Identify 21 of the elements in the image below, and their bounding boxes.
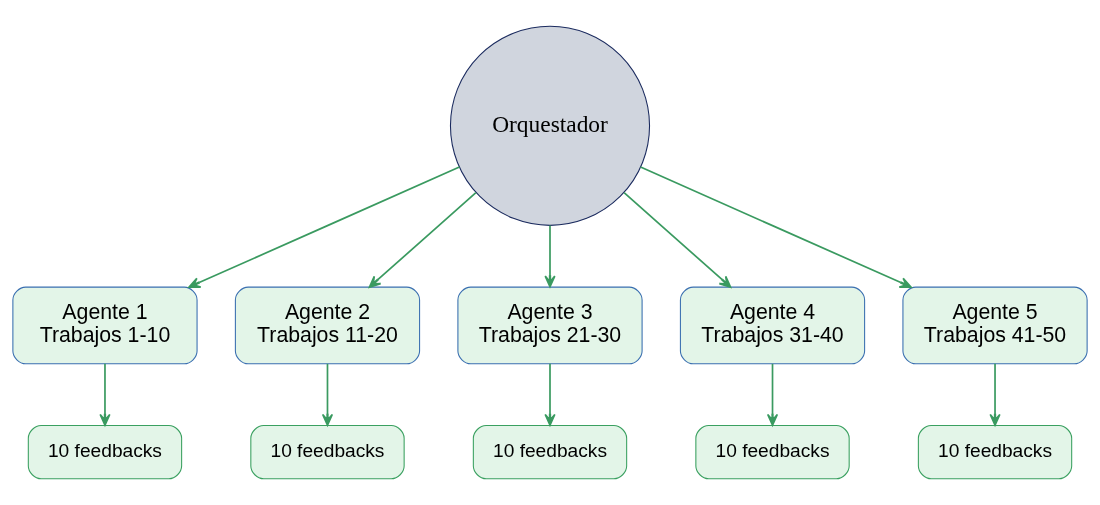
node-box: Agente 3 Trabajos 21-30 <box>457 286 643 365</box>
arrow <box>989 363 1001 427</box>
arrow <box>188 166 461 288</box>
arrow <box>99 363 111 427</box>
arrow <box>766 363 779 427</box>
node-box: 10 feedbacks <box>917 425 1073 480</box>
node-box: 10 feedbacks <box>472 425 628 480</box>
node-box: 10 feedbacks <box>695 425 850 480</box>
node-box: 10 feedbacks <box>250 425 405 480</box>
node-box: Agente 2 Trabajos 11-20 <box>234 286 421 365</box>
node-box: Agente 4 Trabajos 31-40 <box>679 286 866 365</box>
arrow <box>623 191 732 288</box>
arrow <box>321 363 334 427</box>
node-box: Agente 1 Trabajos 1-10 <box>12 286 198 365</box>
arrow <box>639 166 912 288</box>
arrow <box>544 224 556 288</box>
node-box: 10 feedbacks <box>27 425 183 480</box>
arrow <box>544 363 556 427</box>
arrow <box>368 191 477 288</box>
node-box: Agente 5 Trabajos 41-50 <box>902 286 1088 365</box>
node-circle: Orquestador <box>449 25 651 226</box>
